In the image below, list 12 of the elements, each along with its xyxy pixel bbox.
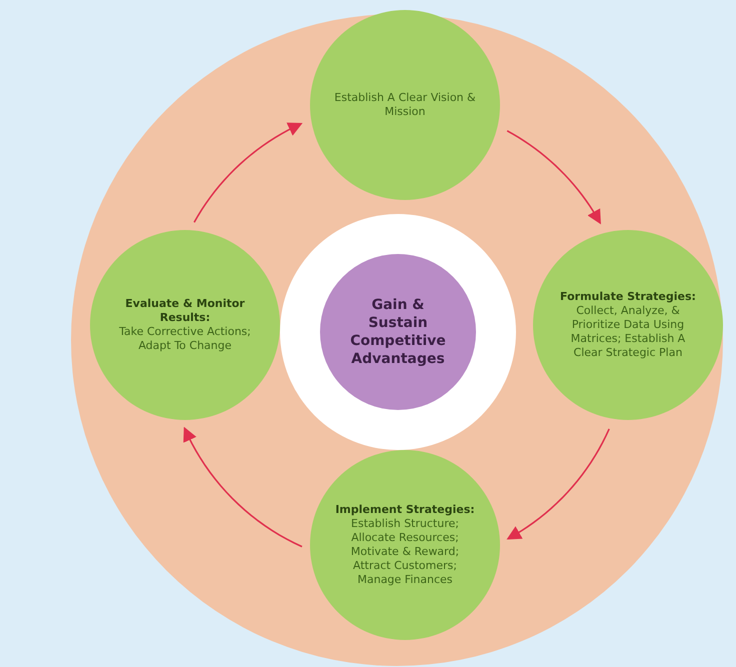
step-heading: Implement Strategies:	[335, 503, 475, 517]
arrow	[183, 426, 302, 548]
step-heading: Evaluate & Monitor Results:	[124, 297, 246, 325]
step-heading: Formulate Strategies:	[560, 290, 696, 304]
step-text: Take Corrective Actions; Adapt To Change	[118, 325, 252, 353]
center-text: Gain & Sustain Competitive Advantages	[349, 296, 447, 368]
arrow	[194, 122, 303, 223]
step-text: Collect, Analyze, & Prioritize Data Using Matrices; Establish A Clear Strategic Plan	[570, 304, 686, 360]
step-text: Establish Structure; Allocate Resources; Motivate & Reward; Attract Customers; Manage Finances	[350, 517, 460, 587]
arrow	[506, 130, 601, 224]
step-text: Establish A Clear Vision & Mission	[333, 91, 477, 119]
arrow	[506, 428, 610, 540]
